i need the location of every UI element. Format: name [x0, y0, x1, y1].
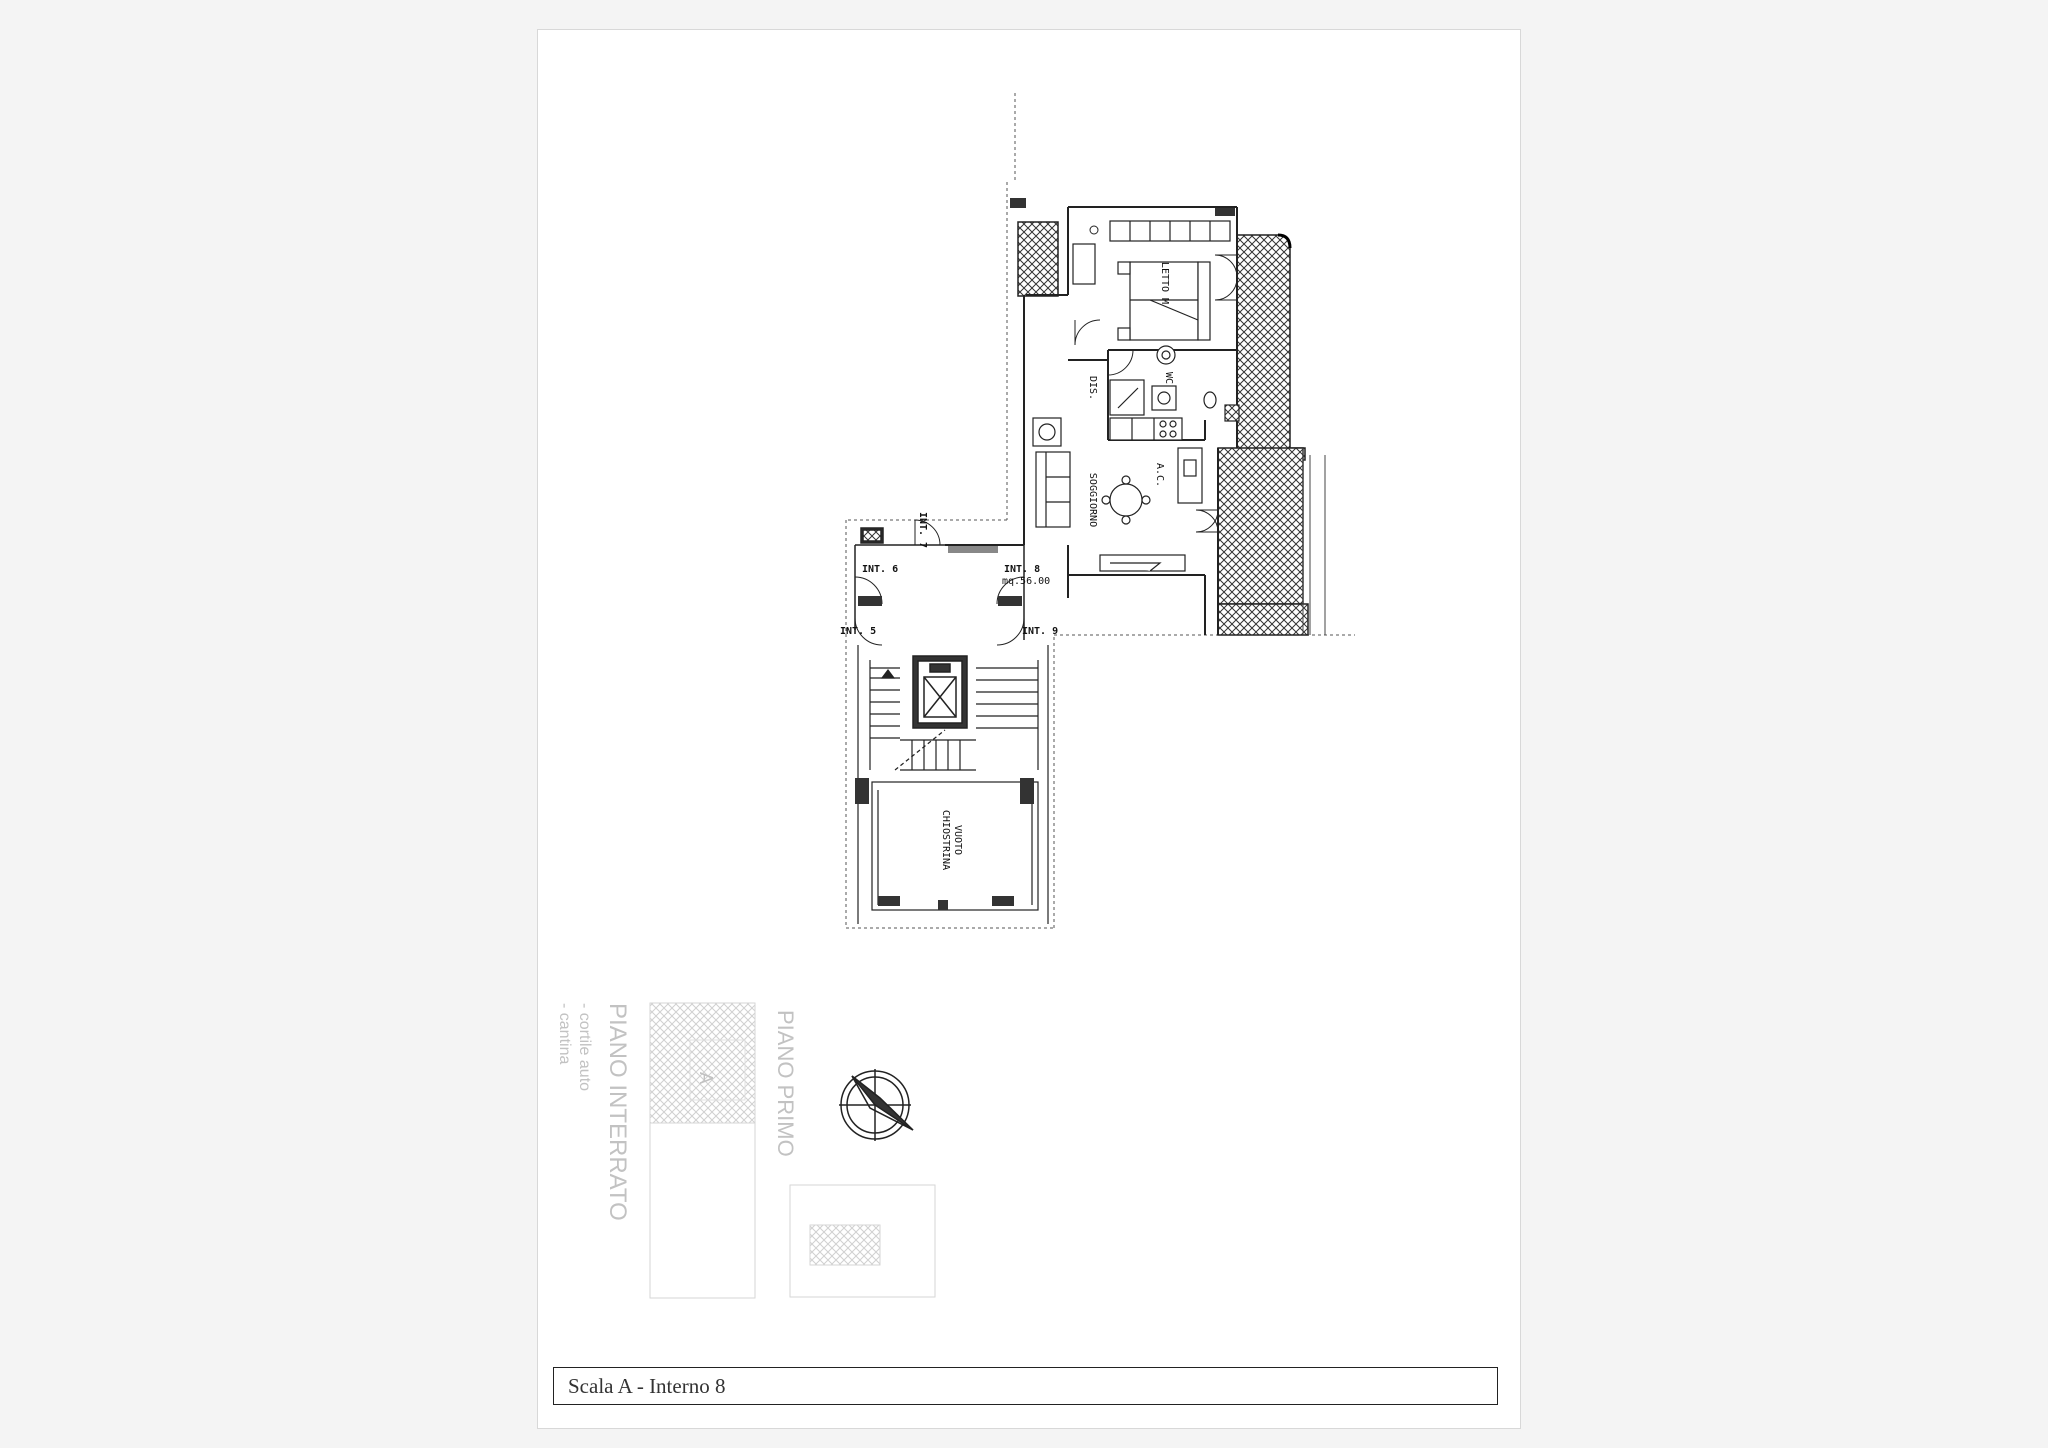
caption-text: Scala A - Interno 8: [568, 1374, 726, 1398]
room-label-kitchen: A.C.: [1154, 463, 1165, 487]
key-plan: PIANO PRIMO PIANO INTERRATO - cortile au…: [556, 1002, 936, 1299]
unit-label-int9: INT. 9: [1022, 626, 1058, 637]
kitchen-counter: [1109, 417, 1203, 504]
key-plan-unit: A: [696, 1072, 716, 1084]
lamp: [1089, 225, 1099, 235]
key-plan-title-2: PIANO INTERRATO: [604, 1003, 631, 1221]
window-top: [1215, 208, 1235, 216]
stair-core: [857, 645, 1049, 924]
room-label-void-2: CHIOSTRINA: [940, 810, 951, 870]
room-label-void-1: VUOTO: [952, 825, 963, 855]
nightstand: [1072, 243, 1096, 285]
unit-label-int6: INT. 6: [862, 564, 898, 575]
unit-label-int8-area: mq.56.00: [1002, 576, 1050, 587]
landing-door-jambs: [858, 546, 1022, 606]
key-plan-note-2: - cantina: [556, 1003, 573, 1064]
key-plan-note-1: - cortile auto: [576, 1003, 593, 1091]
bathroom-fixtures: [1109, 345, 1240, 422]
unit-label-int7: INT. 7: [917, 512, 928, 548]
unit-label-int5: INT. 5: [840, 626, 876, 637]
wardrobe: [1109, 220, 1231, 242]
room-label-living: SOGGIORNO: [1087, 473, 1098, 527]
room-label-bedroom: LETTO M: [1159, 262, 1170, 304]
north-arrow-icon: [839, 1069, 914, 1141]
void-columns: [855, 778, 1034, 910]
balcony-doors: [1195, 254, 1238, 533]
elevator: [912, 655, 968, 729]
landing-doors: [854, 576, 1025, 646]
terraces: [1017, 221, 1326, 636]
landing: [854, 527, 1025, 640]
living-furniture: [1032, 417, 1186, 572]
void-chiostrina: [871, 781, 1039, 911]
room-label-disimpegno: DIS.: [1087, 376, 1098, 400]
room-label-bathroom: WC: [1163, 372, 1174, 384]
caption-box: Scala A - Interno 8: [553, 1367, 1498, 1405]
internal-doors: [914, 319, 1134, 546]
double-bed: [1117, 261, 1211, 341]
window-top-left: [1010, 198, 1026, 208]
key-plan-title-1: PIANO PRIMO: [773, 1010, 798, 1157]
unit-label-int8: INT. 8: [1004, 564, 1040, 575]
